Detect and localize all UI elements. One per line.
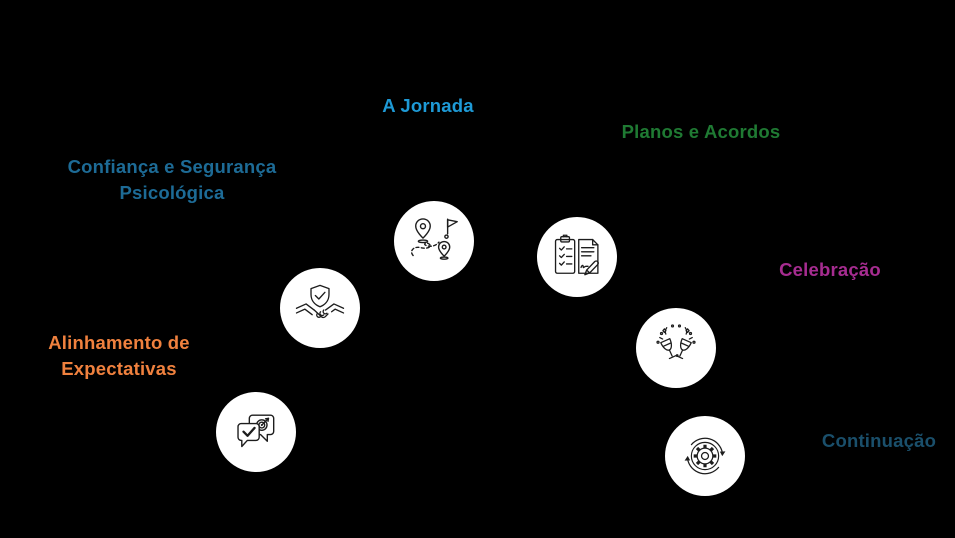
stage-label-planos-e-acordos: Planos e Acordos	[622, 119, 781, 145]
stage-label-continuacao: Continuação	[822, 428, 936, 454]
stage-label-line: Alinhamento de	[48, 332, 190, 353]
clipboard-signature-icon	[554, 234, 599, 276]
toast-glasses-icon	[656, 324, 696, 360]
stage-label-line: A Jornada	[382, 95, 474, 116]
shield-handshake-icon	[295, 284, 345, 319]
stage-label-celebracao: Celebração	[779, 257, 881, 283]
stage-circle-continuacao	[665, 416, 745, 496]
stage-circle-confianca-e-seguranca	[280, 268, 360, 348]
stage-circle-a-jornada	[394, 201, 474, 281]
stage-label-line: Confiança e Segurança	[67, 156, 277, 177]
stage-label-line: Celebração	[779, 259, 881, 280]
stage-label-line: Psicológica	[119, 182, 225, 203]
stage-circle-alinhamento-de-expectativas	[216, 392, 296, 472]
stage-circle-celebracao	[636, 308, 716, 388]
journey-map-icon	[410, 218, 458, 260]
stage-label-alinhamento-de-expectativas: Alinhamento de Expectativas	[48, 330, 190, 382]
stage-circle-planos-e-acordos	[537, 217, 617, 297]
stage-label-confianca-e-seguranca: Confiança e Segurança Psicológica	[68, 154, 277, 206]
stage-label-a-jornada: A Jornada	[382, 93, 474, 119]
chat-bubbles-check-target-icon	[237, 414, 275, 448]
stage-label-line: Expectativas	[61, 358, 177, 379]
stage-label-line: Continuação	[821, 430, 937, 451]
gear-cycle-arrows-icon	[684, 437, 726, 475]
stage-label-line: Planos e Acordos	[621, 121, 781, 142]
